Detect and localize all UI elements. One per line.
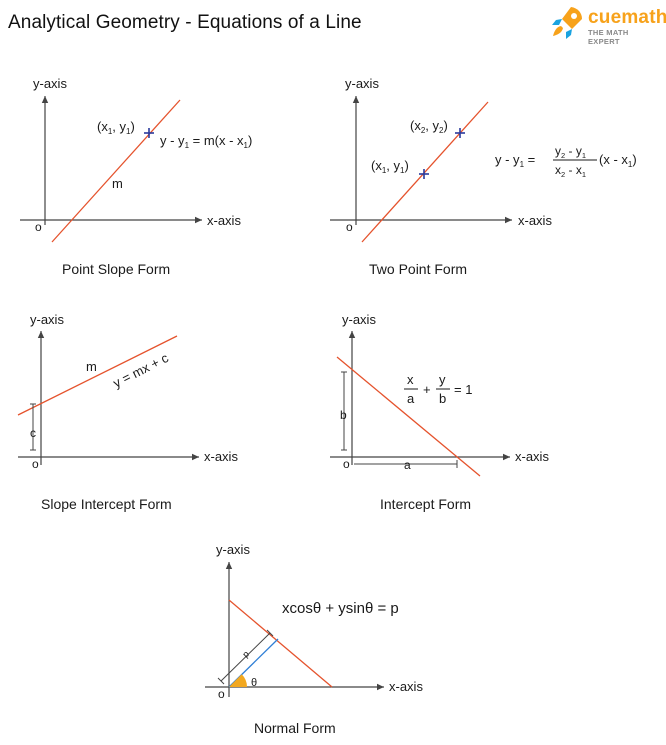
panel-slope-intercept: y-axis x-axis o c m y = mx + c Slope Int…	[17, 312, 238, 512]
panel-caption: Slope Intercept Form	[41, 496, 172, 512]
fraction-1-numerator: x	[407, 372, 414, 387]
plus-sign: +	[423, 382, 431, 397]
slope-label: m	[112, 176, 123, 191]
panel-point-slope: y-axis x-axis o (x1, y1) y - y1 = m(x - …	[20, 76, 252, 277]
angle-label: θ	[251, 677, 257, 689]
origin-label: o	[343, 457, 350, 471]
y-intercept-label: b	[340, 408, 347, 422]
point-2-marker	[455, 128, 465, 138]
brand-logo: cuemath THE MATH EXPERT	[547, 4, 666, 46]
rocket-icon	[552, 7, 582, 39]
fraction-denominator: x2 - x1	[555, 163, 586, 179]
panel-caption: Two Point Form	[369, 261, 467, 277]
origin-label: o	[218, 687, 225, 701]
equation: xcosθ + ysinθ = p	[282, 600, 399, 617]
distance-label: p	[240, 649, 251, 660]
point-1-label: (x1, y1)	[371, 158, 409, 175]
panel-normal: y-axis x-axis o p θ xcosθ + ysinθ = p No…	[205, 542, 423, 736]
panel-intercept: y-axis x-axis o b a x a + y b = 1 Interc…	[330, 312, 549, 512]
equation-rhs: = 1	[454, 382, 472, 397]
origin-label: o	[346, 220, 353, 234]
x-axis-label: x-axis	[207, 213, 241, 228]
equation-lhs: y - y1 =	[495, 152, 535, 169]
line	[17, 335, 178, 416]
fraction-numerator: y2 - y1	[555, 144, 586, 160]
equation: y - y1 = m(x - x1)	[160, 133, 252, 150]
panel-caption: Intercept Form	[380, 496, 471, 512]
y-intercept-bracket	[341, 371, 347, 451]
y-axis-label: y-axis	[33, 76, 67, 91]
panel-two-point: y-axis x-axis o (x2, y2) (x1, y1) y - y1…	[330, 76, 637, 277]
fraction-2-numerator: y	[439, 372, 446, 387]
intercept-label: c	[30, 426, 36, 440]
angle-marker	[229, 674, 247, 687]
x-axis-label: x-axis	[389, 679, 423, 694]
y-axis-label: y-axis	[345, 76, 379, 91]
line	[336, 356, 481, 477]
x-axis-label: x-axis	[515, 449, 549, 464]
line	[228, 599, 333, 688]
y-axis-label: y-axis	[216, 542, 250, 557]
x-axis-label: x-axis	[518, 213, 552, 228]
equation: y = mx + c	[111, 350, 172, 391]
distance-bracket	[217, 629, 274, 685]
point-marker	[144, 128, 154, 138]
y-axis-label: y-axis	[30, 312, 64, 327]
slope-label: m	[86, 359, 97, 374]
y-axis-label: y-axis	[342, 312, 376, 327]
point-1-marker	[419, 169, 429, 179]
x-intercept-label: a	[404, 458, 411, 472]
brand-name: cuemath	[588, 7, 666, 28]
fraction-1-denominator: a	[407, 391, 415, 406]
point-2-label: (x2, y2)	[410, 118, 448, 135]
x-intercept-bracket	[354, 460, 458, 468]
line	[51, 99, 181, 243]
fraction-2-denominator: b	[439, 391, 446, 406]
point-label: (x1, y1)	[97, 119, 135, 136]
equation-rhs: (x - x1)	[599, 152, 637, 169]
x-axis-label: x-axis	[204, 449, 238, 464]
brand-tagline: THE MATH EXPERT	[588, 28, 629, 46]
origin-label: o	[35, 220, 42, 234]
intercept-bracket	[30, 403, 36, 451]
page-title: Analytical Geometry - Equations of a Lin…	[8, 12, 362, 33]
panel-caption: Normal Form	[254, 720, 336, 736]
line	[361, 101, 489, 243]
panel-caption: Point Slope Form	[62, 261, 170, 277]
origin-label: o	[32, 457, 39, 471]
